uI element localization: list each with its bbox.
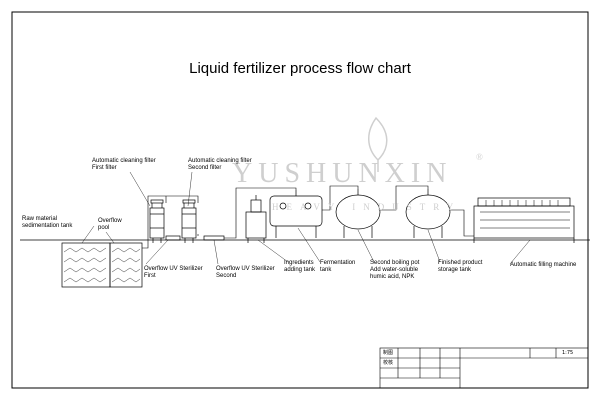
- label-filling-machine: Automatic filling machine: [510, 262, 577, 268]
- watermark-logo-icon: [368, 116, 388, 172]
- raw-material-tank: [61, 242, 111, 288]
- label-finished-storage: Finished product storage tank: [438, 260, 483, 273]
- title-block: [379, 347, 589, 389]
- label-uv-second: Overflow UV Sterilizer Second: [216, 266, 275, 279]
- title-block-row1-label: 制图: [383, 350, 394, 356]
- label-second-boiling-pot: Second boiling pot Add water-soluble hum…: [370, 260, 420, 280]
- overflow-pool: [109, 242, 143, 288]
- drawing-frame: [11, 11, 589, 389]
- label-second-filter: Automatic cleaning filter Second filter: [188, 158, 252, 171]
- label-fermentation-tank: Fermentation tank: [320, 260, 356, 273]
- ingredients-adding-tank: [245, 195, 267, 243]
- title-block-row2-label: 校核: [383, 360, 394, 366]
- page-title: Liquid fertilizer process flow chart: [189, 60, 411, 77]
- title-block-scale: 1:75: [562, 350, 574, 356]
- automatic-filling-machine: [473, 197, 575, 243]
- watermark-brand: YUSHUNXIN: [232, 158, 453, 189]
- watermark-subtitle: HEAVY INDUSTRY: [272, 202, 462, 212]
- label-uv-first: Overflow UV Sterilizer First: [144, 266, 203, 279]
- fermentation-tank: [269, 190, 323, 238]
- label-overflow-pool: Overflow pool: [98, 218, 122, 231]
- leader-lines: [81, 171, 531, 265]
- label-raw-material-tank: Raw material sedimentation tank: [22, 216, 73, 229]
- first-filter: [149, 199, 165, 243]
- watermark-registered: ®: [476, 152, 483, 162]
- second-boiling-pot: [335, 189, 381, 238]
- label-ingredients-tank: Ingredients adding tank: [284, 260, 316, 273]
- uv-sterilizer-second: [203, 235, 225, 241]
- uv-sterilizer-first: [165, 235, 181, 241]
- label-first-filter: Automatic cleaning filter First filter: [92, 158, 156, 171]
- second-filter: [181, 199, 197, 243]
- finished-storage-tank: [405, 189, 451, 238]
